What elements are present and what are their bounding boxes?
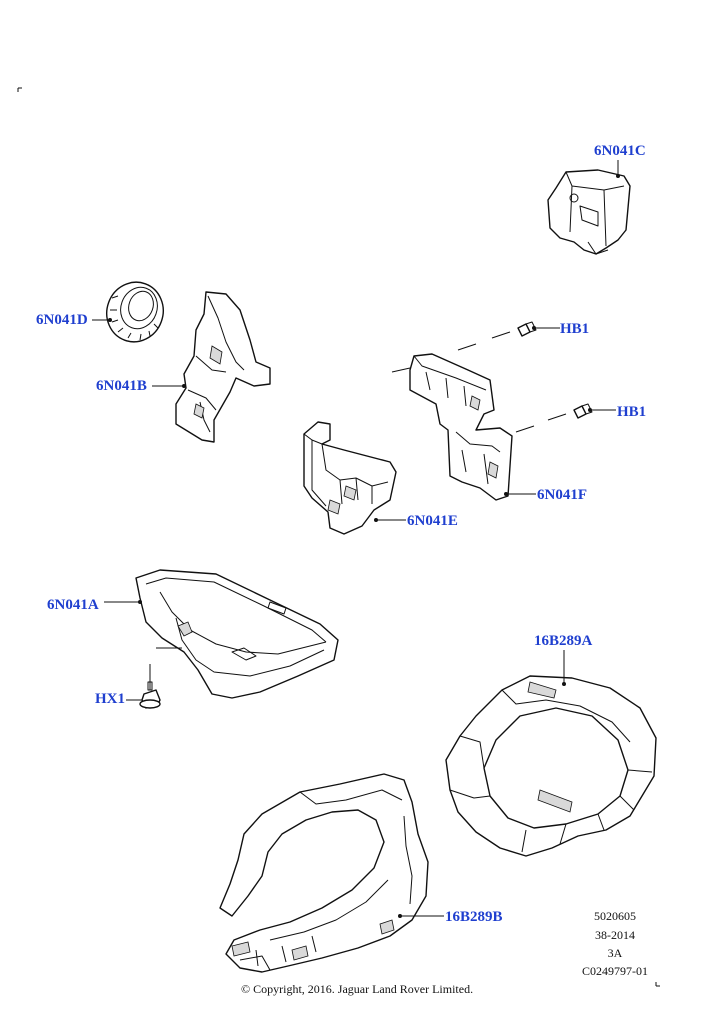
callout-6n041c: 6N041C bbox=[594, 143, 646, 159]
callout-6n041f: 6N041F bbox=[537, 487, 587, 503]
part-16b289a bbox=[445, 650, 657, 857]
metadata-line-4: C0249797-01 bbox=[582, 964, 648, 978]
callout-hb1-top: HB1 bbox=[560, 321, 590, 337]
callout-16b289a: 16B289A bbox=[534, 633, 593, 649]
callout-6n041e: 6N041E bbox=[407, 513, 458, 529]
callout-16b289b: 16B289B bbox=[445, 909, 503, 925]
part-hb1-mid bbox=[515, 403, 616, 433]
copyright-notice: © Copyright, 2016. Jaguar Land Rover Lim… bbox=[241, 982, 474, 996]
part-6n041e bbox=[303, 421, 406, 535]
part-16b289b bbox=[219, 773, 444, 973]
metadata-line-2: 38-2014 bbox=[595, 928, 635, 942]
corner-mark bbox=[17, 87, 22, 92]
callout-6n041b: 6N041B bbox=[96, 378, 147, 394]
callout-6n041a: 6N041A bbox=[47, 597, 99, 613]
part-6n041b bbox=[152, 291, 271, 443]
metadata-line-3: 3A bbox=[607, 946, 623, 960]
callout-hx1: HX1 bbox=[95, 691, 125, 707]
part-hx1 bbox=[126, 681, 161, 709]
part-6n041c bbox=[547, 160, 631, 255]
metadata-line-1: 5020605 bbox=[594, 909, 636, 923]
part-6n041d bbox=[92, 281, 164, 343]
corner-mark bbox=[655, 982, 660, 987]
part-6n041a bbox=[104, 569, 339, 699]
part-hb1-top bbox=[457, 321, 560, 351]
part-6n041f bbox=[391, 353, 536, 501]
callout-6n041d: 6N041D bbox=[36, 312, 88, 328]
callout-hb1-mid: HB1 bbox=[617, 404, 647, 420]
